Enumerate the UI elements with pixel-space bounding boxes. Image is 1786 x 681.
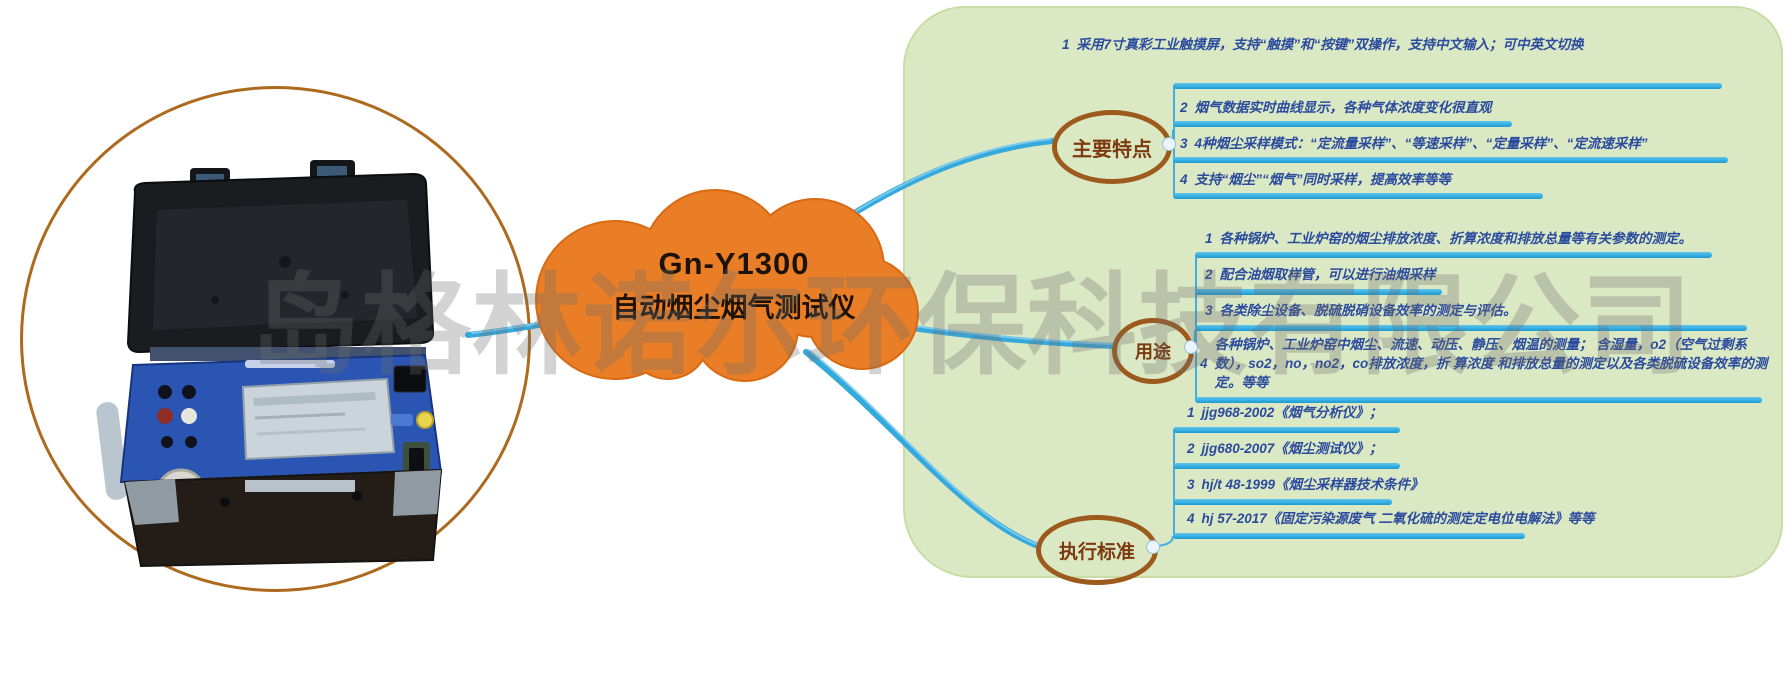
feature-item-2-underline <box>1173 121 1512 127</box>
center-topic[interactable]: Gn-Y1300 自动烟尘烟气测试仪 <box>558 246 910 325</box>
case-bottom <box>123 468 443 568</box>
use-item-3[interactable]: 3 各类除尘设备、脱硫脱硝设备效率的测定与评估。 <box>1205 303 1517 318</box>
use-item-2-underline <box>1195 289 1442 295</box>
standard-item-3-underline <box>1173 499 1392 505</box>
topic-uses[interactable]: 用途 <box>1112 318 1194 384</box>
use-item-2[interactable]: 2 配合油烟取样管，可以进行油烟采样 <box>1205 267 1436 282</box>
topic-standards-connector-dot[interactable] <box>1146 540 1160 554</box>
standard-item-1[interactable]: 1 jjg968-2002《烟气分析仪》； <box>1187 405 1383 420</box>
product-ellipse-frame <box>20 86 531 592</box>
topic-features-connector-dot[interactable] <box>1162 137 1176 151</box>
product-photo <box>96 160 443 568</box>
use-item-4-underline <box>1195 397 1762 403</box>
case-handle <box>96 402 128 500</box>
feature-item-4-underline <box>1173 193 1543 199</box>
standard-item-1-underline <box>1173 427 1400 433</box>
standard-item-4-underline <box>1173 533 1525 539</box>
standard-item-2-underline <box>1173 463 1400 469</box>
standards-rail <box>1173 429 1175 536</box>
indicator-lamp <box>416 411 434 429</box>
product-name: 自动烟尘烟气测试仪 <box>612 293 856 323</box>
use-item-4[interactable]: 4 各种锅炉、工业炉窑中烟尘、流速、动压、静压、烟温的测量； 含湿量，o2（空气… <box>1200 337 1768 390</box>
topic-standards[interactable]: 执行标准 <box>1036 515 1158 585</box>
use-item-1-underline <box>1195 252 1712 258</box>
feature-item-3-underline <box>1173 157 1728 163</box>
power-socket <box>393 365 427 393</box>
topic-features-label: 主要特点 <box>1072 138 1152 161</box>
topic-standards-label: 执行标准 <box>1058 541 1135 563</box>
standard-item-3[interactable]: 3 hj/t 48-1999《烟尘采样器技术条件》 <box>1187 477 1424 492</box>
feature-item-2[interactable]: 2 烟气数据实时曲线显示，各种气体浓度变化很直观 <box>1180 100 1492 115</box>
feature-item-3[interactable]: 3 4种烟尘采样模式：“定流量采样”、“等速采样”、“定量采样”、“定流速采样” <box>1180 136 1648 151</box>
topic-uses-label: 用途 <box>1135 342 1171 362</box>
use-item-3-underline <box>1195 325 1747 331</box>
standard-item-2[interactable]: 2 jjg680-2007《烟尘测试仪》； <box>1187 441 1383 456</box>
product-model: Gn-Y1300 <box>658 246 810 281</box>
case-lid <box>126 160 435 354</box>
use-item-1[interactable]: 1 各种锅炉、工业炉窑的烟尘排放浓度、折算浓度和排放总量等有关参数的测定。 <box>1205 231 1693 246</box>
topic-features[interactable]: 主要特点 <box>1052 110 1172 184</box>
feature-item-1[interactable]: 1 采用7寸真彩工业触摸屏，支持“触摸”和“按键”双操作，支持中文输入；可中英文… <box>1062 37 1584 52</box>
panel-button <box>391 414 413 426</box>
feature-item-1-underline <box>1173 83 1722 89</box>
standard-item-4[interactable]: 4 hj 57-2017《固定污染源废气 二氧化硫的测定定电位电解法》等等 <box>1187 511 1595 526</box>
feature-item-4[interactable]: 4 支持“烟尘”“烟气”同时采样，提高效率等等 <box>1180 172 1452 187</box>
topic-uses-connector-dot[interactable] <box>1184 340 1198 354</box>
